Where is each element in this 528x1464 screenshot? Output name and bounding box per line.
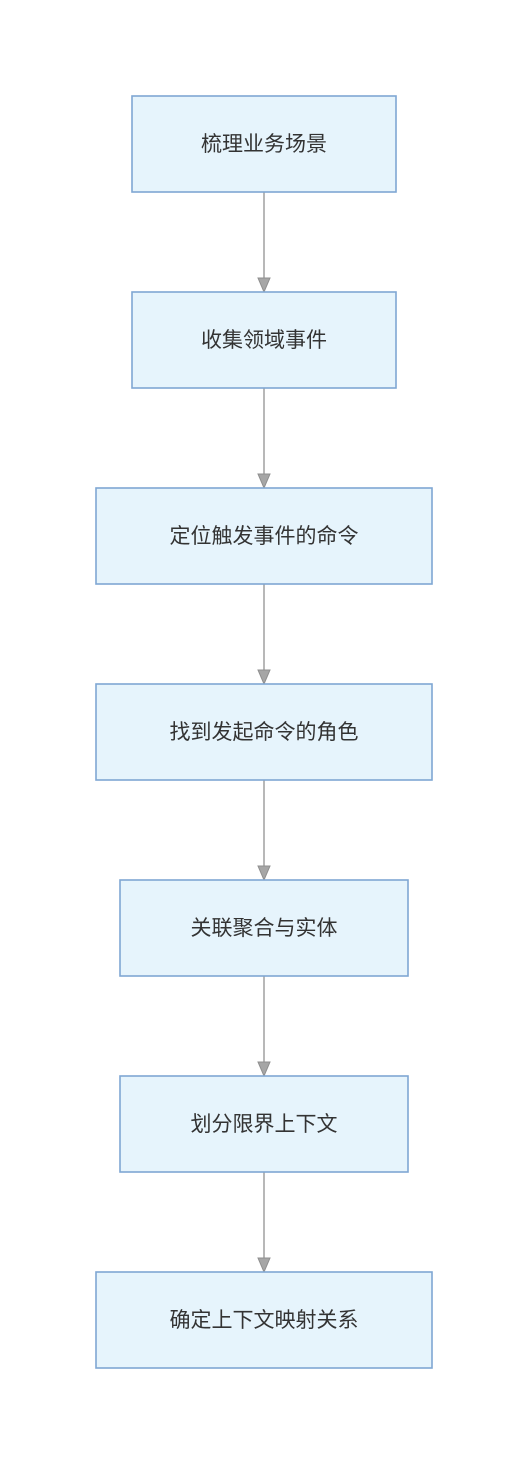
flow-step-label: 关联聚合与实体 — [191, 916, 338, 940]
flow-step-box — [119, 1075, 409, 1173]
flow-step-4: 找到发起命令的角色 — [95, 683, 433, 781]
flow-step-box — [131, 95, 397, 193]
flow-step-5: 关联聚合与实体 — [119, 879, 409, 977]
flow-step-label: 划分限界上下文 — [191, 1112, 338, 1136]
flow-step-box — [95, 487, 433, 585]
flow-arrow-6 — [257, 1172, 271, 1274]
flow-step-label: 确定上下文映射关系 — [170, 1308, 359, 1332]
flow-arrow-3 — [257, 584, 271, 686]
nodes-layer: 梳理业务场景收集领域事件定位触发事件的命令找到发起命令的角色关联聚合与实体划分限… — [95, 95, 433, 1369]
flow-step-7: 确定上下文映射关系 — [95, 1271, 433, 1369]
flow-arrow-1 — [257, 192, 271, 294]
arrowhead-icon — [257, 473, 271, 490]
flow-step-label: 收集领域事件 — [201, 328, 327, 352]
flow-step-1: 梳理业务场景 — [131, 95, 397, 193]
flow-step-label: 找到发起命令的角色 — [170, 720, 359, 744]
arrowhead-icon — [257, 669, 271, 686]
flow-step-box — [119, 879, 409, 977]
flow-step-label: 定位触发事件的命令 — [170, 524, 359, 548]
arrowhead-icon — [257, 1061, 271, 1078]
flow-step-box — [131, 291, 397, 389]
flow-arrow-4 — [257, 780, 271, 882]
flow-step-box — [95, 683, 433, 781]
flow-arrow-5 — [257, 976, 271, 1078]
flow-step-2: 收集领域事件 — [131, 291, 397, 389]
flow-arrow-2 — [257, 388, 271, 490]
flow-step-6: 划分限界上下文 — [119, 1075, 409, 1173]
flow-step-3: 定位触发事件的命令 — [95, 487, 433, 585]
edges-layer — [257, 192, 271, 1274]
flow-step-label: 梳理业务场景 — [201, 132, 327, 156]
arrowhead-icon — [257, 1257, 271, 1274]
flow-step-box — [95, 1271, 433, 1369]
arrowhead-icon — [257, 865, 271, 882]
arrowhead-icon — [257, 277, 271, 294]
